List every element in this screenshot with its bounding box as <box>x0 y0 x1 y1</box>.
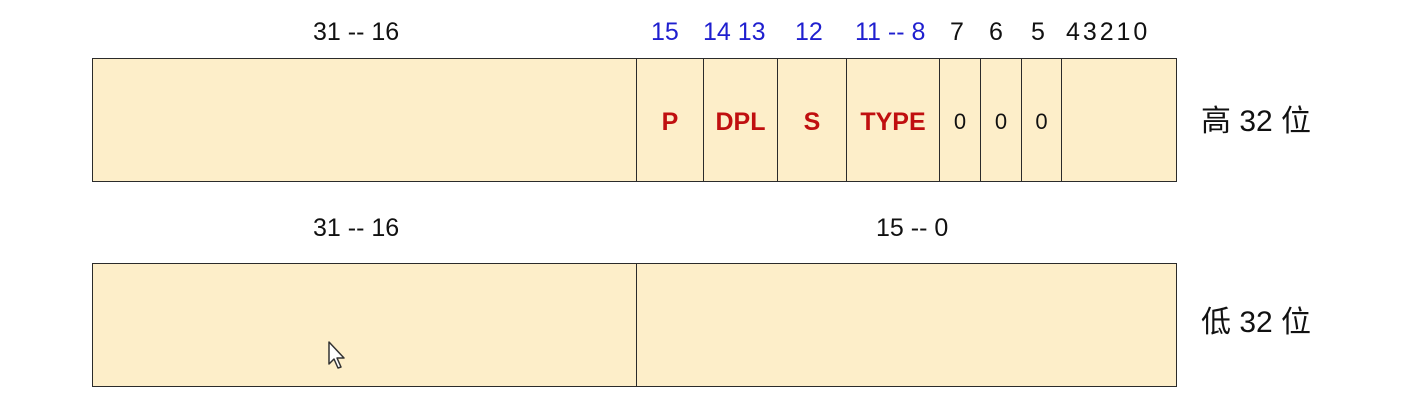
field-type-cell: TYPE <box>846 59 939 181</box>
bit-label-31-16-high: 31 -- 16 <box>313 18 400 46</box>
bit-label-31-16-low: 31 -- 16 <box>313 214 400 242</box>
bit-label-6: 6 <box>989 18 1003 46</box>
mouse-pointer-icon <box>328 341 345 369</box>
field-s-cell: S <box>777 59 846 181</box>
bit-label-15-0: 15 -- 0 <box>876 214 949 242</box>
field-bit5-cell: 0 <box>1021 59 1061 181</box>
bit-label-15: 15 <box>651 18 679 46</box>
field-dpl-cell: DPL <box>703 59 777 181</box>
low-bits-15-0-cell <box>636 264 1176 386</box>
field-bit7-cell: 0 <box>939 59 980 181</box>
bit-label-14-13: 14 13 <box>703 18 766 46</box>
field-bit6-cell: 0 <box>980 59 1021 181</box>
field-p: P <box>661 107 679 136</box>
high-32-bit-label: 高 32 位 <box>1201 105 1312 138</box>
low-32-bit-row <box>92 263 1177 387</box>
high-32-bit-row: P DPL S TYPE 0 0 0 <box>92 58 1177 182</box>
low-32-bit-label: 低 32 位 <box>1201 306 1312 339</box>
field-s: S <box>803 107 821 136</box>
bit-label-12: 12 <box>795 18 823 46</box>
field-bits-4-0-cell <box>1061 59 1176 181</box>
field-dpl: DPL <box>715 107 766 136</box>
field-bit5-zero: 0 <box>1035 109 1048 134</box>
bit-label-7: 7 <box>950 18 964 46</box>
bit-label-5: 5 <box>1031 18 1045 46</box>
field-type: TYPE <box>860 107 926 136</box>
bit-label-4-0: 4 3 2 1 0 <box>1066 18 1147 46</box>
bit-label-11-8: 11 -- 8 <box>855 18 926 46</box>
field-bit6-zero: 0 <box>994 109 1008 134</box>
field-p-cell: P <box>636 59 703 181</box>
field-bit7-zero: 0 <box>953 109 967 134</box>
